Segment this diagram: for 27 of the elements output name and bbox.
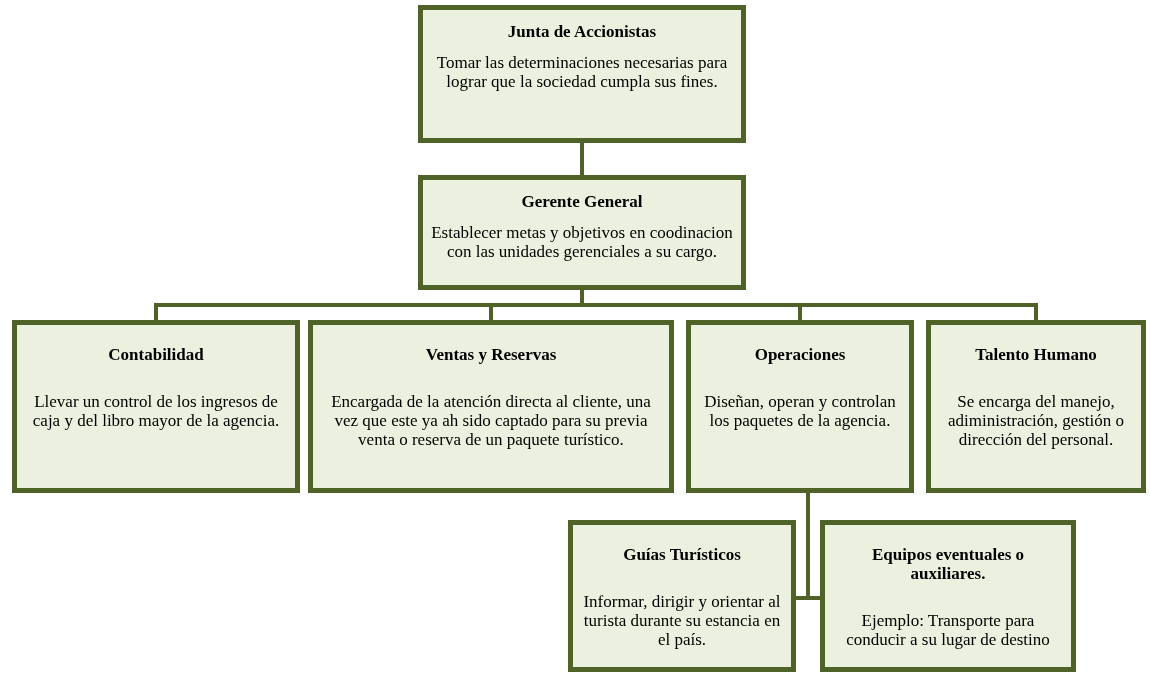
- box-heading: Junta de Accionistas: [507, 22, 657, 41]
- box-description: Establecer metas y objetivos en coodinacion con las unidades gerenciales a su cargo.: [431, 223, 733, 261]
- connector-line: [580, 290, 1038, 320]
- org-box: [568, 520, 796, 672]
- box-description: Tomar las determinaciones necesarias para lograr que la sociedad cumpla sus fines.: [435, 53, 729, 91]
- connector-line: [580, 143, 584, 175]
- box-heading: Contabilidad: [108, 345, 204, 364]
- connector-line: [806, 493, 820, 600]
- box-heading: Equipos eventuales o auxiliares.: [870, 545, 1026, 583]
- box-heading: Guías Turísticos: [623, 545, 741, 564]
- box-description: Informar, dirigir y orientar al turista durante su estancia en el país.: [582, 592, 782, 649]
- box-heading: Talento Humano: [975, 345, 1097, 364]
- org-box: [308, 320, 674, 493]
- box-heading: Gerente General: [521, 192, 643, 211]
- org-box: [820, 520, 1076, 672]
- box-description: Se encarga del manejo, adiministración, gestión o dirección del personal.: [946, 392, 1126, 449]
- org-box: [926, 320, 1146, 493]
- box-description: Llevar un control de los ingresos de caja y del libro mayor de la agencia.: [31, 392, 281, 430]
- org-box: [418, 5, 746, 143]
- org-box: [418, 175, 746, 290]
- box-description: Encargada de la atención directa al cliente, una vez que este ya ah sido captado para su previa venta o reserva de un paquete turístico.: [330, 392, 652, 449]
- box-heading: Operaciones: [754, 345, 846, 364]
- box-heading: Ventas y Reservas: [425, 345, 557, 364]
- box-description: Ejemplo: Transporte para conducir a su lugar de destino: [845, 611, 1051, 649]
- org-box: [12, 320, 300, 493]
- box-description: Diseñan, operan y controlan los paquetes de la agencia.: [703, 392, 897, 430]
- org-box: [686, 320, 914, 493]
